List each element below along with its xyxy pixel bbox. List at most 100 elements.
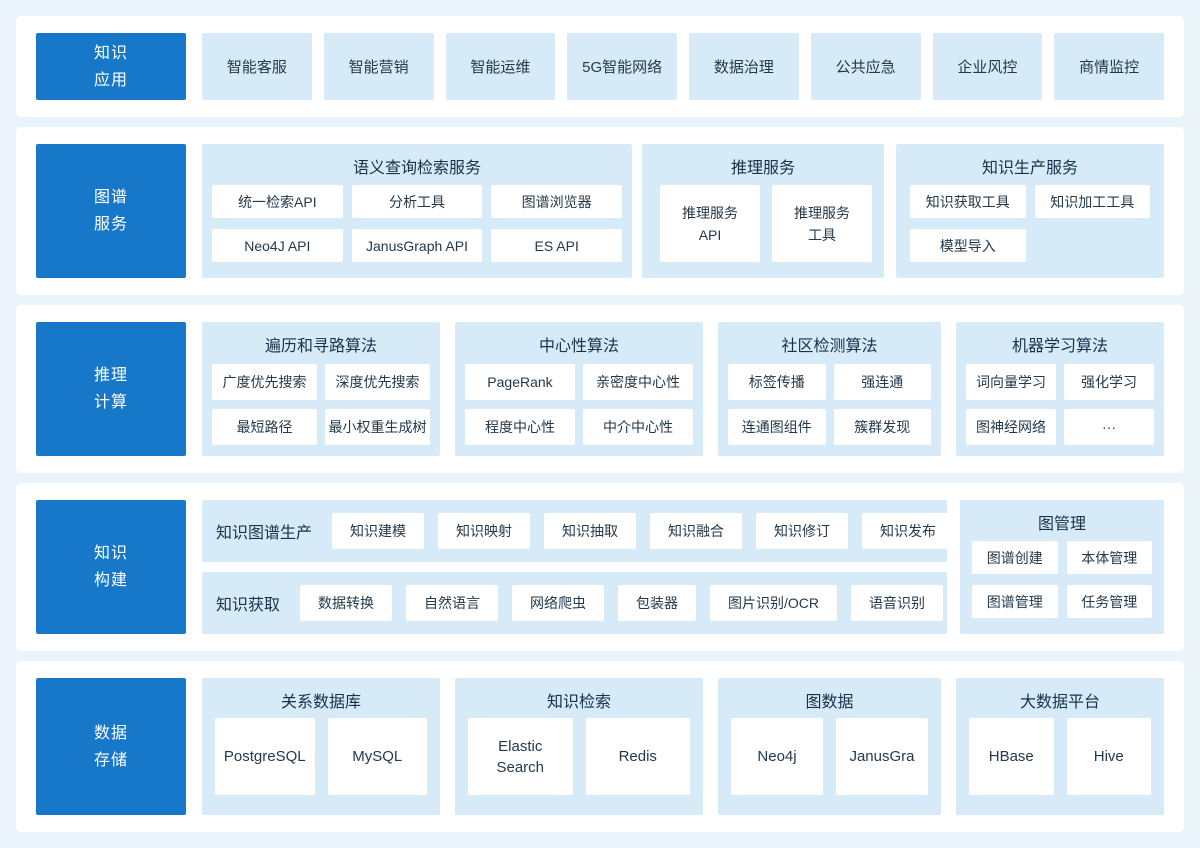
construction-strips: 知识图谱生产 知识建模 知识映射 知识抽取 知识融合 知识修订 知识发布 知识获…	[202, 500, 955, 634]
group-items: Neo4j JanusGra	[731, 718, 928, 795]
group-items: 推理服务 API 推理服务 工具	[652, 185, 874, 262]
storage-box: Neo4j	[731, 718, 823, 795]
group-title: 大数据平台	[1019, 694, 1100, 711]
strip-label: 知识获取	[216, 597, 281, 614]
group-graph-data: 图数据 Neo4j JanusGra	[718, 678, 941, 815]
algorithm-box: 连通图组件	[728, 409, 826, 445]
storage-box: Elastic Search	[468, 718, 573, 795]
group-relational-database: 关系数据库 PostgreSQL MySQL	[202, 678, 440, 815]
service-box: 知识加工工具	[1034, 185, 1150, 218]
group-title: 图数据	[805, 694, 854, 711]
construction-box: 包装器	[618, 585, 697, 621]
algorithm-box: 广度优先搜索	[212, 364, 317, 400]
group-community-detection-algorithms: 社区检测算法 标签传播 强连通 连通图组件 簇群发现	[718, 322, 941, 456]
management-box: 图谱创建	[972, 541, 1058, 574]
strip-label: 知识图谱生产	[216, 525, 313, 542]
management-box: 本体管理	[1066, 541, 1152, 574]
band-knowledge-construction: 知识 构建 知识图谱生产 知识建模 知识映射 知识抽取 知识融合 知识修订 知识…	[16, 483, 1184, 651]
group-centrality-algorithms: 中心性算法 PageRank 亲密度中心性 程度中心性 中介中心性	[455, 322, 703, 456]
group-items: 知识获取工具 知识加工工具 模型导入	[910, 185, 1150, 262]
band-graph-services: 图谱 服务 语义查询检索服务 统一检索API 分析工具 图谱浏览器 Neo4J …	[16, 127, 1184, 295]
algorithm-box: 词向量学习	[966, 364, 1056, 400]
group-machine-learning-algorithms: 机器学习算法 词向量学习 强化学习 图神经网络 ···	[956, 322, 1164, 456]
band-label-graph-services: 图谱 服务	[36, 144, 186, 278]
group-items: HBase Hive	[969, 718, 1151, 795]
management-box: 任务管理	[1066, 585, 1152, 618]
algorithm-box: 强连通	[833, 364, 931, 400]
group-title: 知识生产服务	[981, 160, 1078, 177]
band-data-storage: 数据 存储 关系数据库 PostgreSQL MySQL 知识检索 Elasti…	[16, 661, 1184, 832]
band-label-data-storage: 数据 存储	[36, 678, 186, 815]
storage-box: PostgreSQL	[215, 718, 315, 795]
construction-box: 数据转换	[300, 585, 393, 621]
service-box: 推理服务 API	[660, 185, 760, 262]
app-item: 智能客服	[202, 33, 312, 100]
app-item: 5G智能网络	[567, 33, 677, 100]
group-title: 机器学习算法	[1011, 338, 1108, 355]
band-label-reasoning-computing: 推理 计算	[36, 322, 186, 456]
group-title: 推理服务	[730, 160, 795, 177]
management-box: 图谱管理	[972, 585, 1058, 618]
group-title: 遍历和寻路算法	[264, 338, 377, 355]
construction-box: 图片识别/OCR	[710, 585, 838, 621]
band-reasoning-computing: 推理 计算 遍历和寻路算法 广度优先搜索 深度优先搜索 最短路径 最小权重生成树…	[16, 305, 1184, 473]
strip-knowledge-graph-production: 知识图谱生产 知识建模 知识映射 知识抽取 知识融合 知识修订 知识发布	[202, 500, 955, 562]
group-items: 图谱创建 本体管理 图谱管理 任务管理	[972, 541, 1152, 618]
construction-box: 网络爬虫	[512, 585, 605, 621]
construction-box: 语音识别	[851, 585, 944, 621]
algorithm-box: 最短路径	[212, 409, 317, 445]
strip-knowledge-acquisition: 知识获取 数据转换 自然语言 网络爬虫 包装器 图片识别/OCR 语音识别	[202, 572, 947, 634]
group-title: 社区检测算法	[781, 338, 878, 355]
group-items: 广度优先搜索 深度优先搜索 最短路径 最小权重生成树	[212, 364, 430, 445]
algorithm-box: 图神经网络	[966, 409, 1056, 445]
service-box: 推理服务 工具	[772, 185, 872, 262]
algorithm-box: 深度优先搜索	[325, 364, 430, 400]
group-items: 统一检索API 分析工具 图谱浏览器 Neo4J API JanusGraph …	[212, 185, 622, 262]
algorithm-box: 最小权重生成树	[325, 409, 430, 445]
group-knowledge-retrieval: 知识检索 Elastic Search Redis	[455, 678, 703, 815]
storage-box: Redis	[585, 718, 690, 795]
algorithm-box: 亲密度中心性	[583, 364, 693, 400]
construction-box: 自然语言	[406, 585, 499, 621]
service-box: 知识获取工具	[910, 185, 1026, 218]
group-items: 标签传播 强连通 连通图组件 簇群发现	[728, 364, 931, 445]
group-title: 知识检索	[546, 694, 611, 711]
app-item: 商情监控	[1054, 33, 1164, 100]
group-semantic-query-service: 语义查询检索服务 统一检索API 分析工具 图谱浏览器 Neo4J API Ja…	[202, 144, 632, 278]
group-title: 语义查询检索服务	[352, 160, 481, 177]
service-box: 分析工具	[351, 185, 483, 218]
algorithm-box: PageRank	[465, 364, 575, 400]
group-items: PageRank 亲密度中心性 程度中心性 中介中心性	[465, 364, 693, 445]
group-graph-management: 图管理 图谱创建 本体管理 图谱管理 任务管理	[960, 500, 1164, 634]
band-label-knowledge-construction: 知识 构建	[36, 500, 186, 634]
group-items: 词向量学习 强化学习 图神经网络 ···	[966, 364, 1154, 445]
storage-box: MySQL	[327, 718, 427, 795]
service-box: 图谱浏览器	[491, 185, 622, 218]
construction-box: 知识建模	[332, 513, 425, 549]
group-traversal-pathfinding-algorithms: 遍历和寻路算法 广度优先搜索 深度优先搜索 最短路径 最小权重生成树	[202, 322, 440, 456]
app-item: 智能营销	[323, 33, 434, 100]
construction-box: 知识融合	[650, 513, 743, 549]
group-items: PostgreSQL MySQL	[215, 718, 427, 795]
band-label-knowledge-application: 知识 应用	[36, 33, 186, 100]
group-title: 关系数据库	[280, 694, 361, 711]
algorithm-box: 程度中心性	[465, 409, 575, 445]
app-item: 智能运维	[445, 33, 556, 100]
construction-box: 知识映射	[438, 513, 531, 549]
algorithm-box: 标签传播	[728, 364, 826, 400]
group-title: 图管理	[1037, 516, 1086, 533]
algorithm-box: ···	[1064, 409, 1154, 445]
group-knowledge-production-service: 知识生产服务 知识获取工具 知识加工工具 模型导入	[896, 144, 1164, 278]
storage-box: Hive	[1066, 718, 1151, 795]
service-box: JanusGraph API	[351, 229, 483, 262]
group-inference-service: 推理服务 推理服务 API 推理服务 工具	[642, 144, 884, 278]
service-box: Neo4J API	[212, 229, 343, 262]
app-item: 企业风控	[932, 33, 1043, 100]
app-item: 公共应急	[810, 33, 921, 100]
construction-box: 知识发布	[862, 513, 955, 549]
service-box: 统一检索API	[212, 185, 343, 218]
algorithm-box: 强化学习	[1064, 364, 1154, 400]
group-items: Elastic Search Redis	[468, 718, 690, 795]
storage-box: HBase	[969, 718, 1054, 795]
